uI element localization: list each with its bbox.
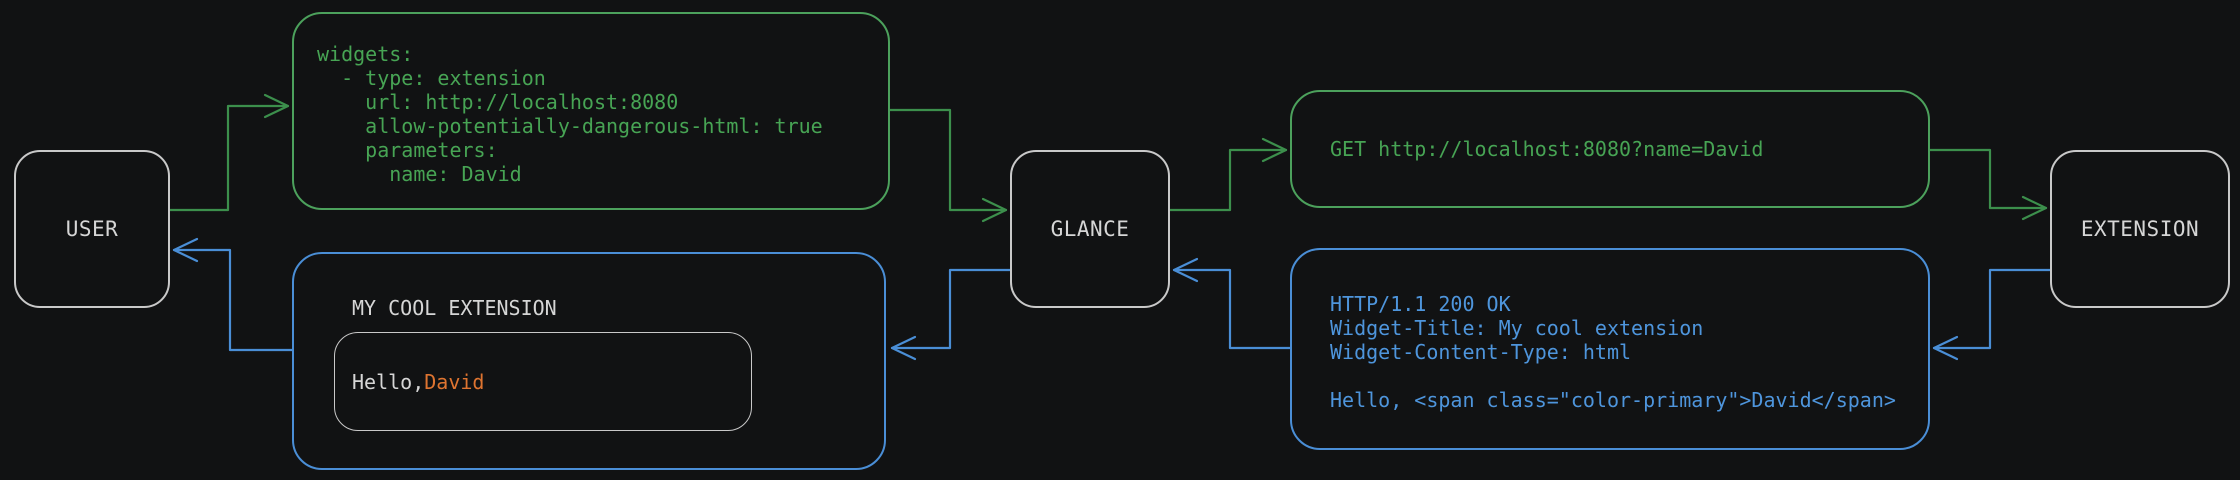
node-user-label: USER bbox=[65, 217, 119, 241]
http-request-text: GET http://localhost:8080?name=David bbox=[1330, 137, 1764, 161]
arrow-glance-to-widget bbox=[890, 268, 1012, 361]
arrow-widget-to-user bbox=[172, 237, 294, 352]
arrow-glance-to-request bbox=[1168, 137, 1288, 212]
node-glance-label: GLANCE bbox=[1050, 217, 1130, 241]
greeting-prefix: Hello, bbox=[352, 369, 425, 394]
http-response-code: HTTP/1.1 200 OK Widget-Title: My cool ex… bbox=[1330, 292, 1896, 412]
http-response-box: HTTP/1.1 200 OK Widget-Title: My cool ex… bbox=[1290, 248, 1930, 450]
rendered-widget-box: MY COOL EXTENSION Hello, David bbox=[292, 252, 886, 470]
node-extension-label: EXTENSION bbox=[2080, 217, 2200, 241]
widget-title: MY COOL EXTENSION bbox=[352, 296, 557, 320]
node-extension: EXTENSION bbox=[2050, 150, 2230, 308]
config-yaml-box: widgets: - type: extension url: http://l… bbox=[292, 12, 890, 210]
arrow-user-to-config bbox=[168, 93, 290, 212]
node-glance: GLANCE bbox=[1010, 150, 1170, 308]
arrow-extension-to-response bbox=[1932, 268, 2052, 361]
arrow-request-to-extension bbox=[1928, 148, 2048, 221]
arrow-config-to-glance bbox=[888, 108, 1008, 223]
arrow-response-to-glance bbox=[1172, 257, 1292, 350]
greeting-name: David bbox=[424, 369, 485, 394]
config-yaml-code: widgets: - type: extension url: http://l… bbox=[317, 42, 823, 186]
node-user: USER bbox=[14, 150, 170, 308]
http-request-box: GET http://localhost:8080?name=David bbox=[1290, 90, 1930, 208]
widget-rendered-content: Hello, David bbox=[334, 332, 752, 431]
